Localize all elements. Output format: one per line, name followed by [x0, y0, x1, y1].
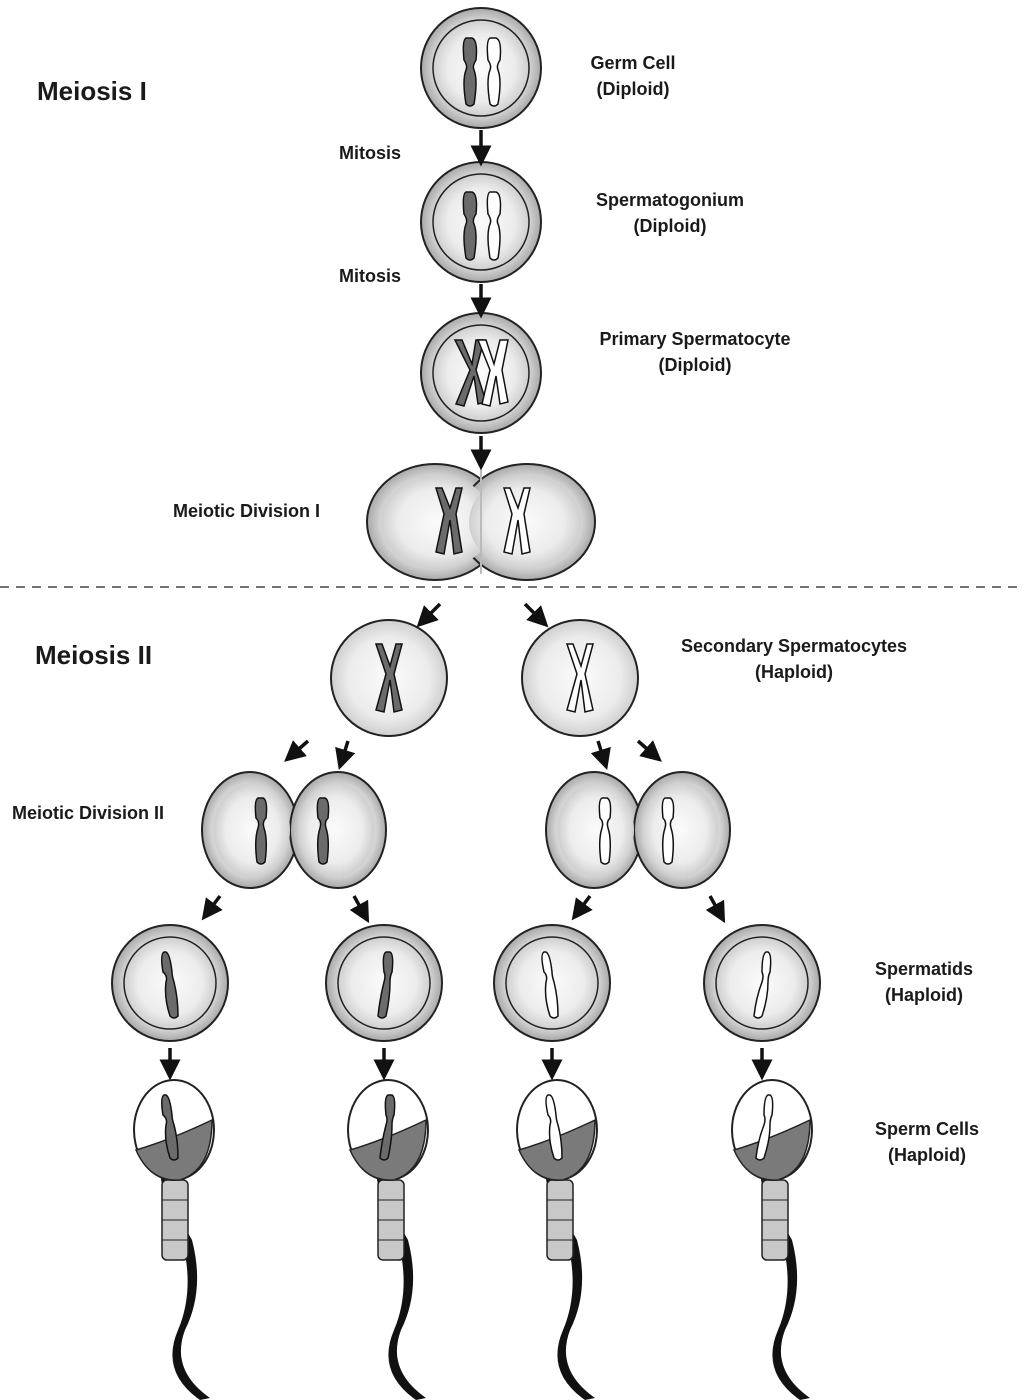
arrow [705, 895, 726, 924]
spermatid-2 [325, 924, 443, 1042]
stage-name: Spermatogonium [595, 190, 744, 210]
section-title-meiosis-1: Meiosis I [37, 76, 147, 106]
spermatid-3 [493, 924, 611, 1042]
stage-label-primary-spermatocyte: Primary Spermatocyte (Diploid) [583, 326, 807, 378]
spermatid-4 [703, 924, 821, 1042]
chromosome-light [502, 487, 531, 555]
secondary-spermatocyte-light [521, 619, 639, 737]
stage-label-sperm-cells: Sperm Cells (Haploid) [864, 1116, 990, 1168]
chromosome-dark [462, 191, 478, 261]
spermatogonium-cell [420, 161, 542, 283]
stage-name: Germ Cell [590, 53, 676, 73]
tetrad-light [476, 339, 509, 407]
stage-name: Secondary Spermatocytes [680, 636, 908, 656]
stage-name: Spermatids [874, 959, 974, 979]
sperm-cell-2 [347, 1079, 429, 1400]
arrow [335, 740, 356, 771]
stage-label-spermatogonium: Spermatogonium (Diploid) [584, 187, 756, 239]
arrow [284, 739, 310, 762]
stage-ploidy: (Diploid) [596, 79, 670, 99]
arrow [349, 895, 370, 924]
step-label-meiotic-division-1: Meiotic Division I [173, 501, 321, 521]
sperm-cell-1 [133, 1079, 215, 1400]
stage-ploidy: (Haploid) [888, 1145, 966, 1165]
sperm-cell-3 [516, 1079, 598, 1400]
chromosome-dark [462, 37, 478, 107]
stage-label-germ-cell: Germ Cell (Diploid) [583, 50, 683, 102]
meiotic-division-2-cell-right [545, 771, 731, 889]
arrow [636, 739, 662, 762]
chromosome-light [486, 191, 502, 261]
chromosome-dark [434, 487, 463, 555]
flow-arrows [159, 130, 773, 1081]
arrow [416, 602, 442, 628]
meiotic-division-1-cell [366, 463, 596, 581]
stage-name: Sperm Cells [874, 1119, 980, 1139]
meiotic-division-2-cell-left [201, 771, 387, 889]
sperm-cell-4 [731, 1079, 813, 1400]
spermatid-1 [111, 924, 229, 1042]
stage-ploidy: (Haploid) [755, 662, 833, 682]
step-label-meiotic-division-2: Meiotic Division II [12, 803, 165, 823]
stage-name: Primary Spermatocyte [599, 329, 791, 349]
section-title-meiosis-2: Meiosis II [35, 640, 153, 670]
secondary-spermatocyte-dark [330, 619, 448, 737]
primary-spermatocyte-cell [420, 312, 542, 434]
stage-ploidy: (Diploid) [633, 216, 707, 236]
stage-ploidy: (Diploid) [658, 355, 732, 375]
stage-ploidy: (Haploid) [885, 985, 963, 1005]
chromosome-light [486, 37, 502, 107]
arrow [201, 894, 223, 921]
stage-label-secondary-spermatocytes: Secondary Spermatocytes (Haploid) [661, 633, 927, 685]
arrow [523, 602, 549, 628]
germ-cell [420, 7, 542, 129]
step-label-mitosis-2: Mitosis [339, 266, 402, 286]
arrow [590, 740, 611, 771]
step-label-mitosis-1: Mitosis [339, 143, 402, 163]
arrow [571, 894, 593, 921]
stage-label-spermatids: Spermatids (Haploid) [864, 956, 984, 1008]
